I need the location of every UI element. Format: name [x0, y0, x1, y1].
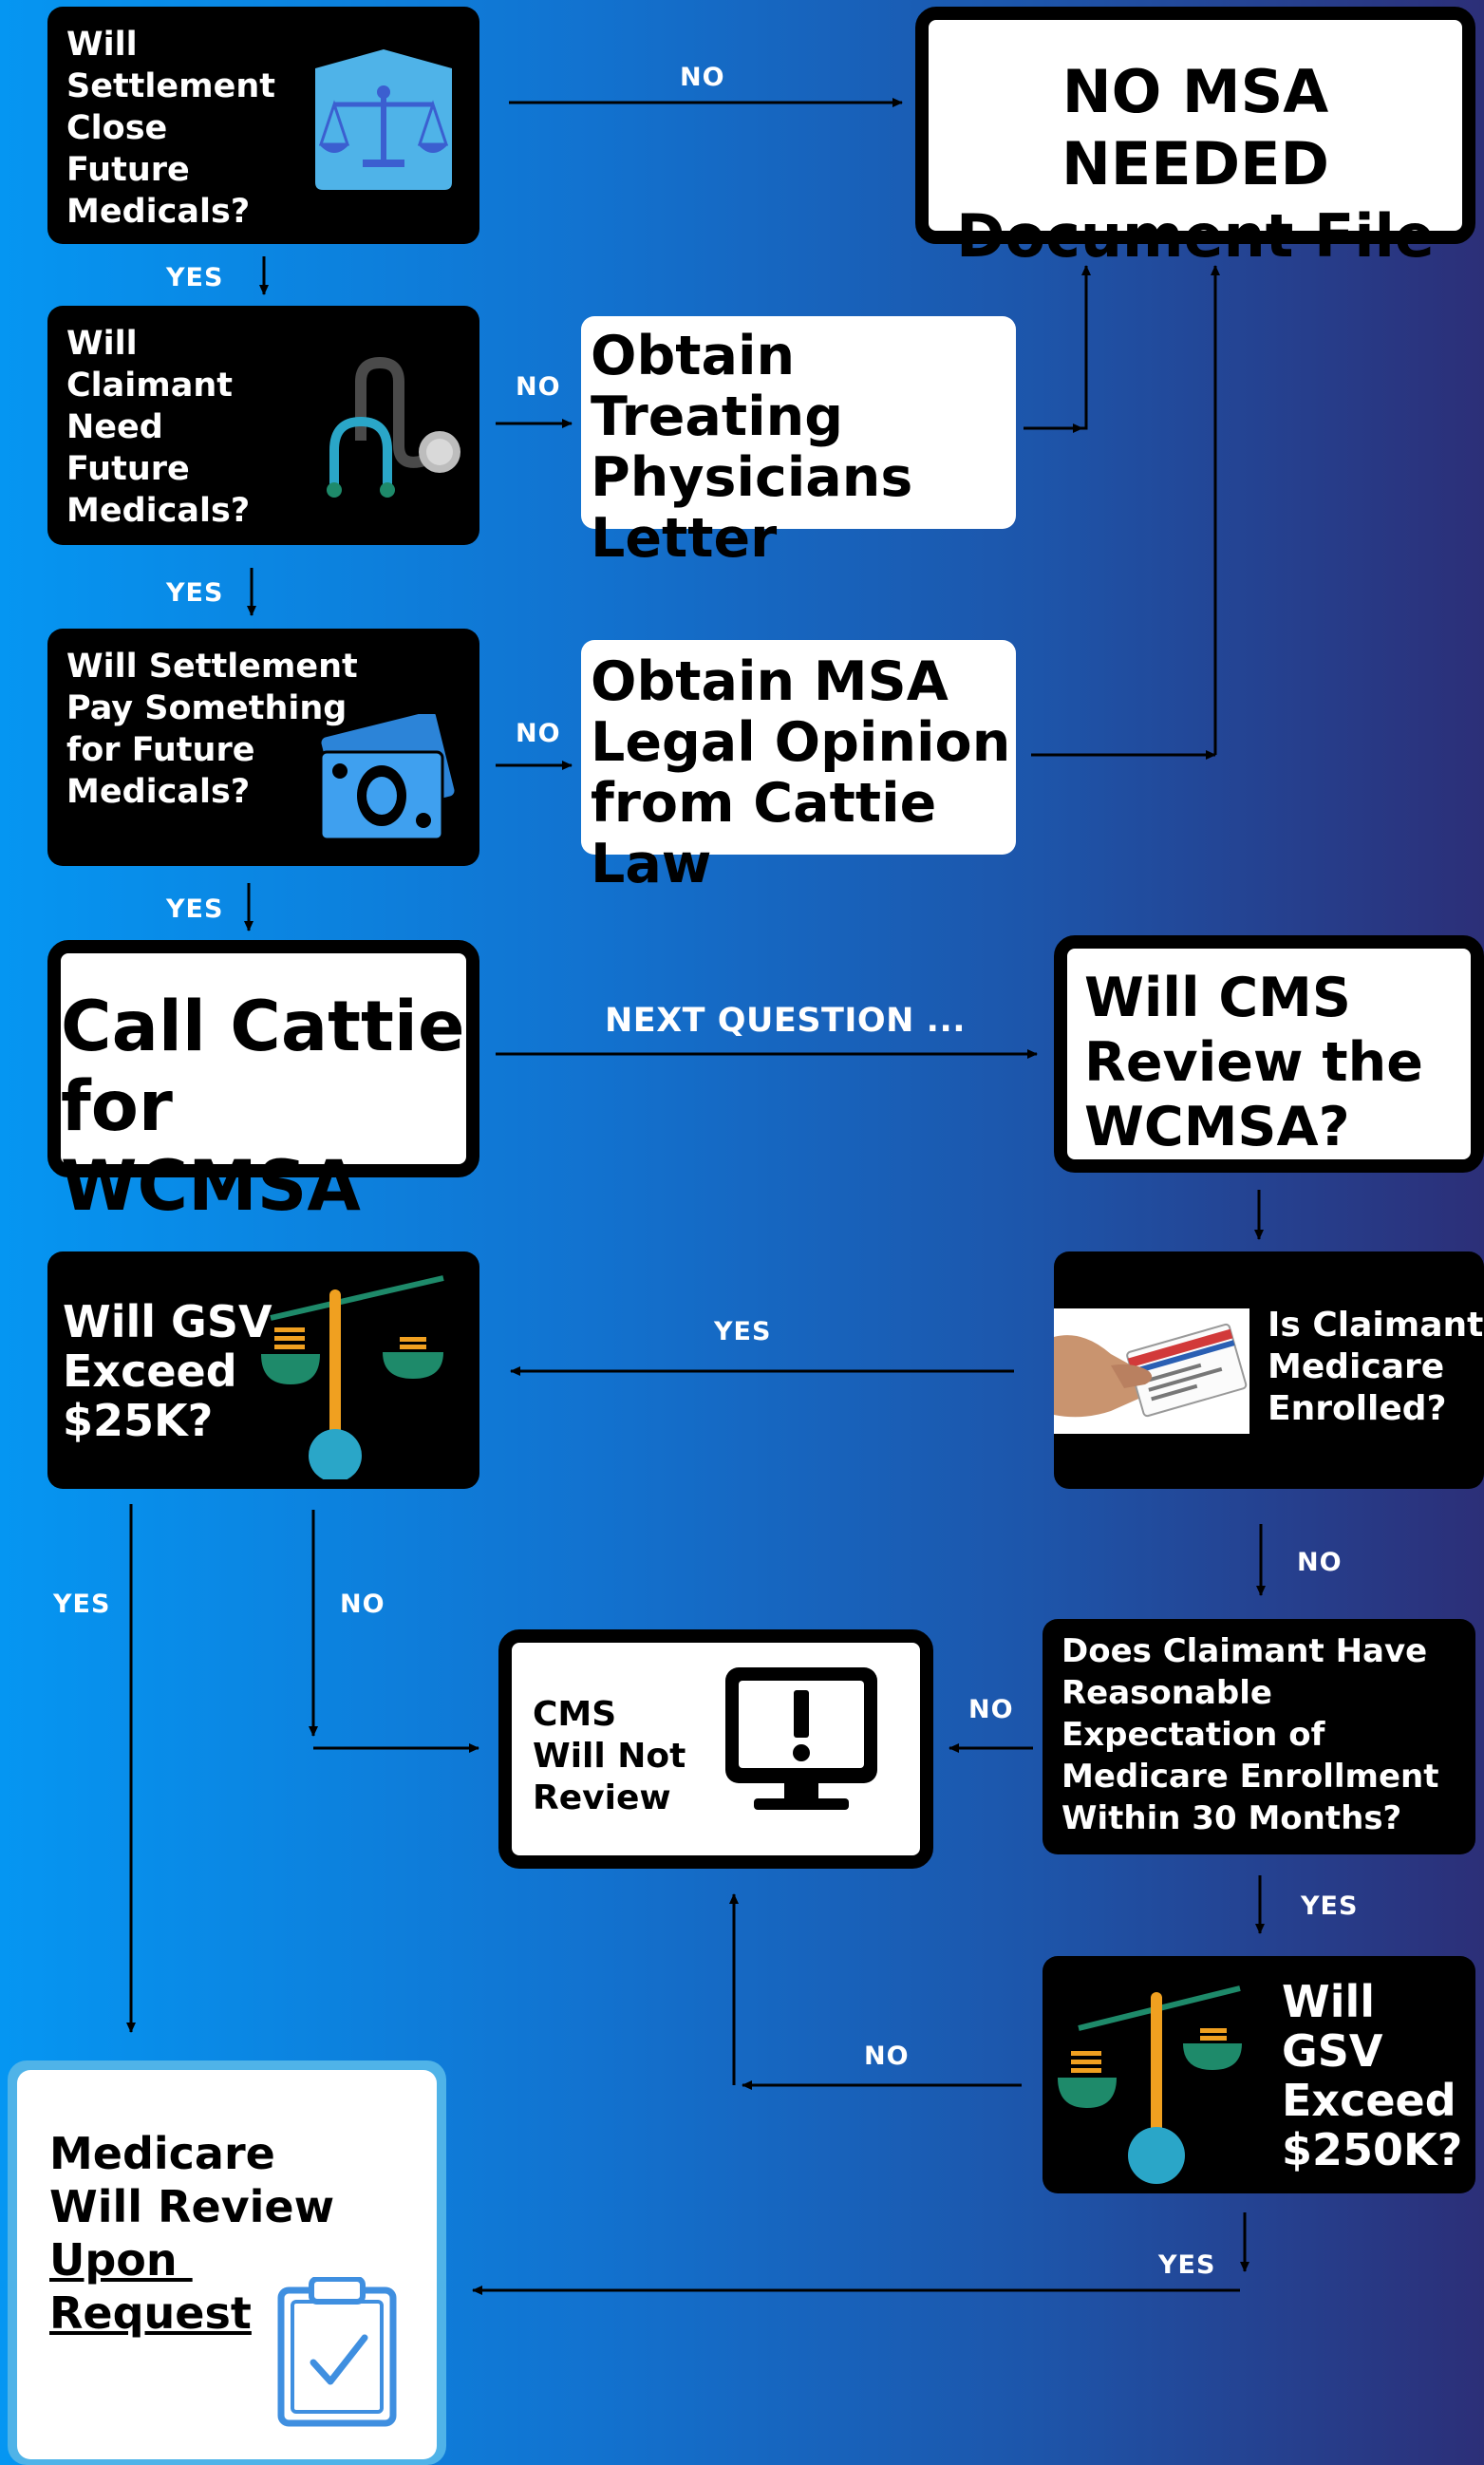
- medicare-card-icon: [1054, 1308, 1249, 1434]
- question-medicare-enrolled: Is Claimant Medicare Enrolled?: [1054, 1251, 1484, 1489]
- clipboard-check-icon: [277, 2277, 397, 2427]
- label-q3-no: NO: [516, 719, 561, 748]
- label-q1-no: NO: [680, 63, 725, 92]
- question-gsv-exceed-250k: Will GSV Exceed $250K?: [1043, 1956, 1475, 2193]
- question-text: Will Settlement Close Future Medicals?: [66, 26, 275, 231]
- action-call-cattie-wcmsa: Call Cattie for WCMSA: [47, 940, 479, 1227]
- label-gsv25-yes: YES: [53, 1590, 111, 1619]
- question-text: Is Claimant Medicare Enrolled?: [1268, 1306, 1484, 1428]
- result-line-1: Medicare: [49, 2128, 275, 2179]
- action-text: Obtain MSA Legal Opinion from Cattie Law: [591, 650, 1011, 895]
- question-text: Will CMS Review the WCMSA?: [1084, 967, 1423, 1158]
- question-claimant-need-medicals: Will Claimant Need Future Medicals?: [47, 306, 479, 545]
- question-text: Will Claimant Need Future Medicals?: [66, 325, 251, 530]
- question-cms-review: Will CMS Review the WCMSA?: [1054, 935, 1484, 1173]
- arrow-treating-up: [1024, 265, 1091, 430]
- result-cms-will-not-review: CMS Will Not Review: [498, 1629, 933, 1869]
- label-q3-yes: YES: [166, 894, 224, 924]
- question-text: Will GSV Exceed $25K?: [63, 1296, 272, 1446]
- label-next-question: NEXT QUESTION ...: [605, 1002, 967, 1040]
- label-expectation-yes: YES: [1301, 1891, 1359, 1921]
- money-icon: [319, 714, 455, 841]
- question-settlement-close-medicals: Will Settlement Close Future Medicals?: [47, 7, 479, 244]
- label-q1-yes: YES: [166, 263, 224, 292]
- action-text: Obtain Treating Physicians Letter: [591, 325, 913, 570]
- stethoscope-icon: [327, 356, 460, 498]
- monitor-alert-icon: [725, 1667, 877, 1810]
- question-reasonable-expectation: Does Claimant Have Reasonable Expectatio…: [1043, 1619, 1475, 1854]
- result-line-2: Will Review: [49, 2181, 335, 2232]
- result-text: CMS Will Not Review: [533, 1695, 686, 1817]
- label-gsv250-yes: YES: [1158, 2250, 1216, 2280]
- label-gsv250-no: NO: [864, 2042, 910, 2071]
- label-enrolled-yes: YES: [714, 1317, 772, 1346]
- label-q2-no: NO: [516, 372, 561, 402]
- result-medicare-will-review: Medicare Will Review Upon Request: [8, 2060, 446, 2465]
- balance-icon: [1058, 1985, 1242, 2184]
- result-line-4: Request: [49, 2287, 252, 2339]
- label-enrolled-no: NO: [1297, 1548, 1343, 1577]
- action-msa-legal-opinion: Obtain MSA Legal Opinion from Cattie Law: [581, 640, 1016, 894]
- question-text: Does Claimant Have Reasonable Expectatio…: [1061, 1632, 1439, 1837]
- result-line-3: Upon: [49, 2234, 193, 2286]
- action-text: Call Cattie for WCMSA: [61, 987, 465, 1227]
- question-settlement-pay-medicals: Will Settlement Pay Something for Future…: [47, 629, 479, 866]
- scales-icon: [315, 49, 452, 190]
- result-no-msa-needed: NO MSA NEEDED Document File: [915, 7, 1475, 271]
- result-card: Medicare Will Review Upon Request: [17, 2070, 437, 2459]
- question-text: Will GSV Exceed $250K?: [1282, 1976, 1463, 2175]
- label-q2-yes: YES: [166, 578, 224, 608]
- result-text: NO MSA NEEDED Document File: [956, 57, 1435, 271]
- label-expectation-no: NO: [968, 1695, 1014, 1724]
- question-gsv-exceed-25k: Will GSV Exceed $25K?: [47, 1251, 479, 1489]
- question-text: Will Settlement Pay Something for Future…: [66, 648, 358, 811]
- action-treating-physicians-letter: Obtain Treating Physicians Letter: [581, 316, 1016, 569]
- label-gsv25-no: NO: [340, 1590, 385, 1619]
- balance-icon: [261, 1275, 444, 1479]
